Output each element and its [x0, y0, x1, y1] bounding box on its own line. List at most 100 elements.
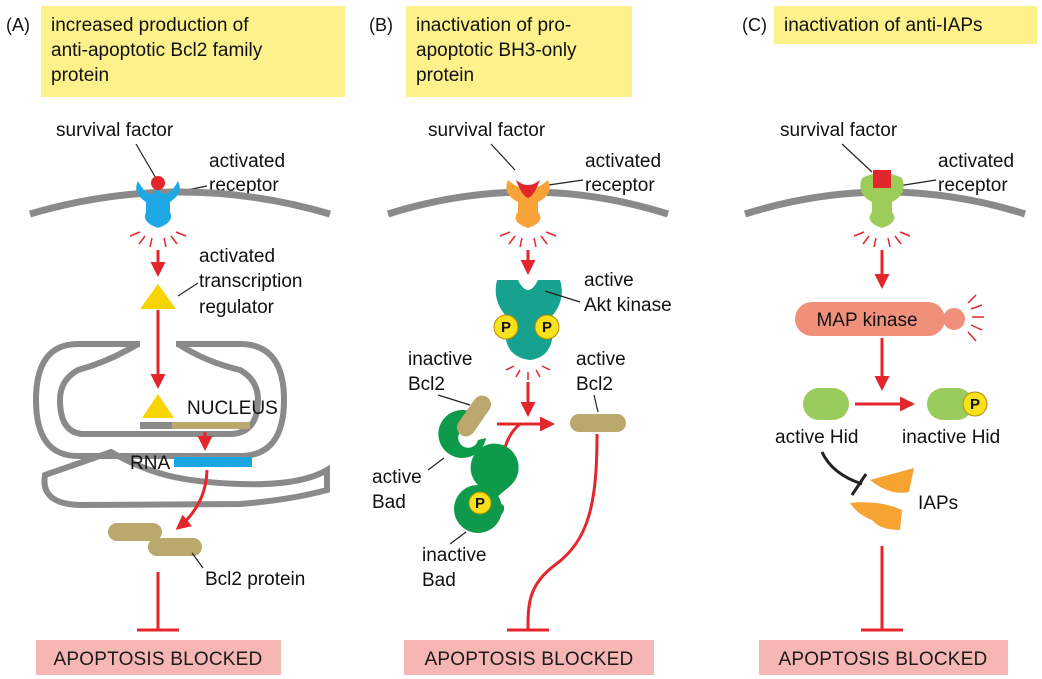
panel-b-inactive-bad-label-2: Bad [422, 570, 456, 591]
panel-b-bound-bcl2 [456, 395, 492, 437]
panel-b-inactive-bcl2-label-1: inactive [408, 349, 472, 370]
panel-c-map-kinase [795, 302, 945, 336]
panel-c-active-hid-label: active Hid [775, 427, 858, 448]
panel-a-regulator-label-2: transcription [199, 271, 303, 292]
panel-c-activation-rays [853, 231, 911, 248]
panel-c-hid-phosphate-label: P [970, 396, 980, 413]
panel-b-bad-phosphate-label: P [475, 495, 485, 512]
panel-a-survival-factor-label: survival factor [56, 120, 174, 141]
panel-b-akt-leader [544, 290, 581, 303]
panel-a-bcl2-protein-2 [148, 538, 202, 556]
panel-b-inhibition-line [526, 433, 599, 631]
panel-b-akt-phosphate-2-label: P [542, 319, 552, 336]
panel-a-protein-label: Bcl2 protein [205, 569, 305, 590]
panel-b-active-bcl2 [570, 414, 626, 432]
panel-a-title-box [41, 6, 345, 97]
panel-b-inactive-bcl2-label-2: Bcl2 [408, 374, 445, 395]
panel-b-active-bad-leader [427, 457, 445, 471]
panel-c-map-kinase-domain [943, 308, 965, 330]
panel-b-active-bad-label-2: Bad [372, 492, 406, 513]
panel-c-active-hid [803, 388, 849, 420]
panel-c-iap-1 [870, 468, 914, 493]
panel-a-ligand [151, 176, 165, 190]
panel-a-arrow-4 [175, 469, 209, 530]
panel-b-title-line-3: protein [416, 65, 474, 86]
panel-a-regulator-leader [177, 282, 199, 297]
panel-c-inhibition-arc [820, 451, 863, 486]
panel-b-akt-phosphate-1-label: P [501, 319, 511, 336]
panel-b-akt-rays [505, 365, 551, 380]
panel-c-receptor-leader [897, 179, 937, 187]
panel-b-outcome: APOPTOSIS BLOCKED [425, 649, 634, 670]
panel-a-regulator-label-1: activated [199, 246, 275, 267]
panel-b-survival-factor-leader [490, 143, 516, 171]
panel-c-hid-phosphate [962, 391, 988, 417]
panel-a-receptor-label-1: activated [209, 151, 285, 172]
panel-b-survival-factor-label: survival factor [428, 120, 546, 141]
panel-c-inactive-hid-label: inactive Hid [902, 427, 1000, 448]
panel-a-title-line-2: anti-apoptotic Bcl2 family [51, 40, 263, 61]
panel-b-active-bad-complex [438, 395, 492, 458]
panel-a-outcome: APOPTOSIS BLOCKED [54, 649, 263, 670]
panel-a-tag: (A) [6, 15, 30, 35]
panel-c-outcome: APOPTOSIS BLOCKED [779, 649, 988, 670]
panel-c-title-line-1: inactivation of anti-IAPs [784, 15, 983, 36]
panel-b-active-bcl2-leader [593, 394, 599, 413]
panel-b-inactive-bad [470, 443, 519, 518]
panel-b-inactive-bcl2-leader [437, 394, 471, 406]
panel-b-active-bad-label-1: active [372, 467, 422, 488]
panel-a-receptor [136, 181, 180, 228]
panel-a: (A) increased production of anti-apoptot… [6, 6, 345, 675]
panel-b-inactive-bad-leader [449, 531, 467, 545]
panel-c-receptor-label-1: activated [938, 151, 1014, 172]
panel-b-akt-kinase [495, 280, 562, 360]
panel-a-activation-rays [129, 231, 187, 248]
panel-a-title-line-3: protein [51, 65, 109, 86]
panel-c-inactive-hid [927, 388, 973, 420]
panel-a-survival-factor-leader [135, 143, 158, 181]
panel-a-plasma-membrane [29, 188, 331, 218]
panel-a-nucleus-envelope-outer [41, 448, 330, 509]
panel-b: (B) inactivation of pro- apoptotic BH3-o… [369, 6, 672, 675]
panel-c-receptor-label-2: receptor [938, 175, 1008, 196]
panel-b-akt-label-2: Akt kinase [584, 295, 672, 316]
panel-b-inactive-bad-label-1: inactive [422, 545, 486, 566]
panel-b-receptor [506, 180, 550, 228]
panel-a-transcription-regulator [140, 284, 176, 309]
panel-b-active-bcl2-label-1: active [576, 349, 626, 370]
panel-a-nuclear-regulator [142, 394, 174, 418]
panel-a-protein-leader [191, 552, 204, 569]
panel-a-gene-promoter [140, 422, 172, 429]
panel-c-receptor [860, 173, 904, 228]
panel-b-akt-phosphate-2 [534, 314, 560, 340]
panel-b-bad-phosphate [468, 491, 492, 515]
panel-c-inhibition-tee [850, 473, 868, 496]
panel-c-ligand [873, 170, 891, 188]
panel-b-akt-phosphate-1 [493, 314, 519, 340]
panel-a-nucleus-envelope [32, 341, 288, 459]
panel-a-outcome-box [36, 640, 281, 675]
panel-b-activation-rays [499, 231, 557, 248]
panel-b-tag: (B) [369, 15, 393, 35]
panel-c-tag: (C) [742, 15, 767, 35]
panel-b-title-line-1: inactivation of pro- [416, 15, 571, 36]
panel-c: (C) inactivation of anti-IAPs survival f… [742, 6, 1037, 675]
panel-c-survival-factor-leader [841, 143, 873, 173]
panel-b-title-line-2: apoptotic BH3-only [416, 40, 577, 61]
panel-a-rna-label: RNA [130, 453, 170, 474]
panel-c-iap-2 [850, 502, 902, 530]
panel-c-kinase-rays [967, 294, 984, 342]
panel-a-bcl2-gene [172, 422, 250, 429]
panel-b-ligand [516, 180, 540, 198]
panel-b-receptor-label-1: activated [585, 151, 661, 172]
panel-a-bcl2-protein-1 [108, 523, 162, 541]
panel-c-outcome-box [759, 640, 1008, 675]
panel-c-map-kinase-label: MAP kinase [816, 310, 917, 331]
panel-a-rna [174, 457, 252, 467]
panel-c-survival-factor-label: survival factor [780, 120, 898, 141]
panel-b-active-bcl2-label-2: Bcl2 [576, 374, 613, 395]
panel-b-receptor-label-2: receptor [585, 175, 655, 196]
panel-b-title-box [406, 6, 632, 97]
